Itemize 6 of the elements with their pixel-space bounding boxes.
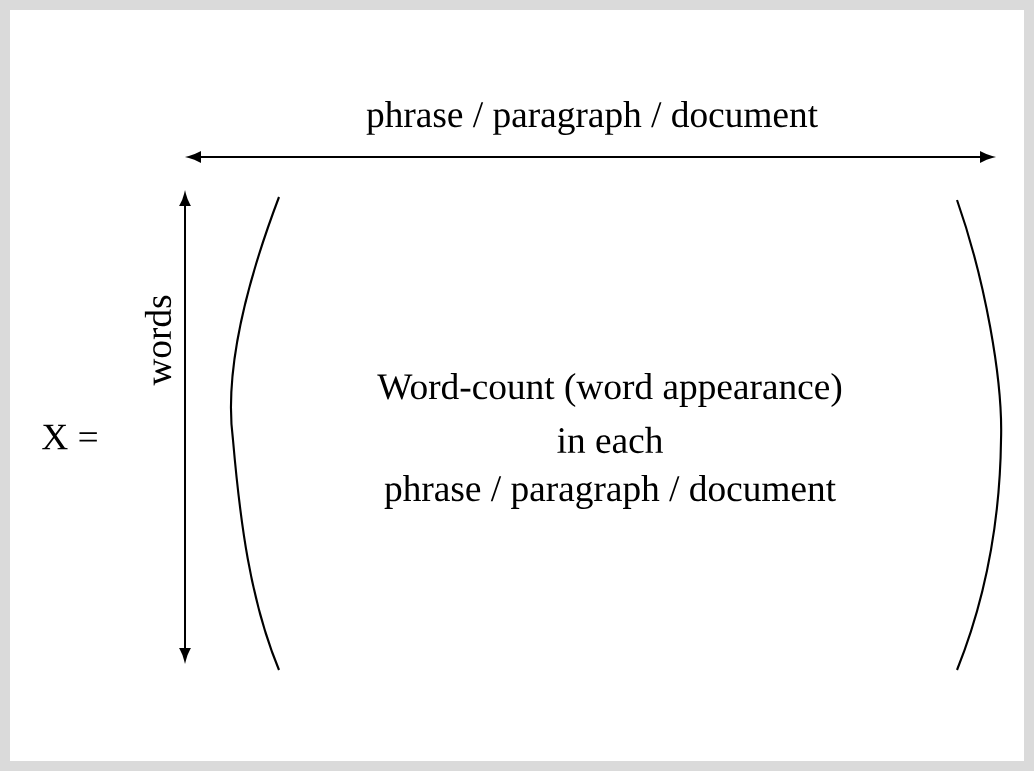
dimension-label: phrase / paragraph / document xyxy=(366,101,818,135)
dimension-label: words xyxy=(144,295,172,386)
matrix-content: in each xyxy=(557,426,663,454)
matrix-name: X = xyxy=(42,424,97,450)
matrix-content: Word-count (word appearance) xyxy=(377,373,842,407)
matrix-content: phrase / paragraph / document xyxy=(384,475,836,509)
